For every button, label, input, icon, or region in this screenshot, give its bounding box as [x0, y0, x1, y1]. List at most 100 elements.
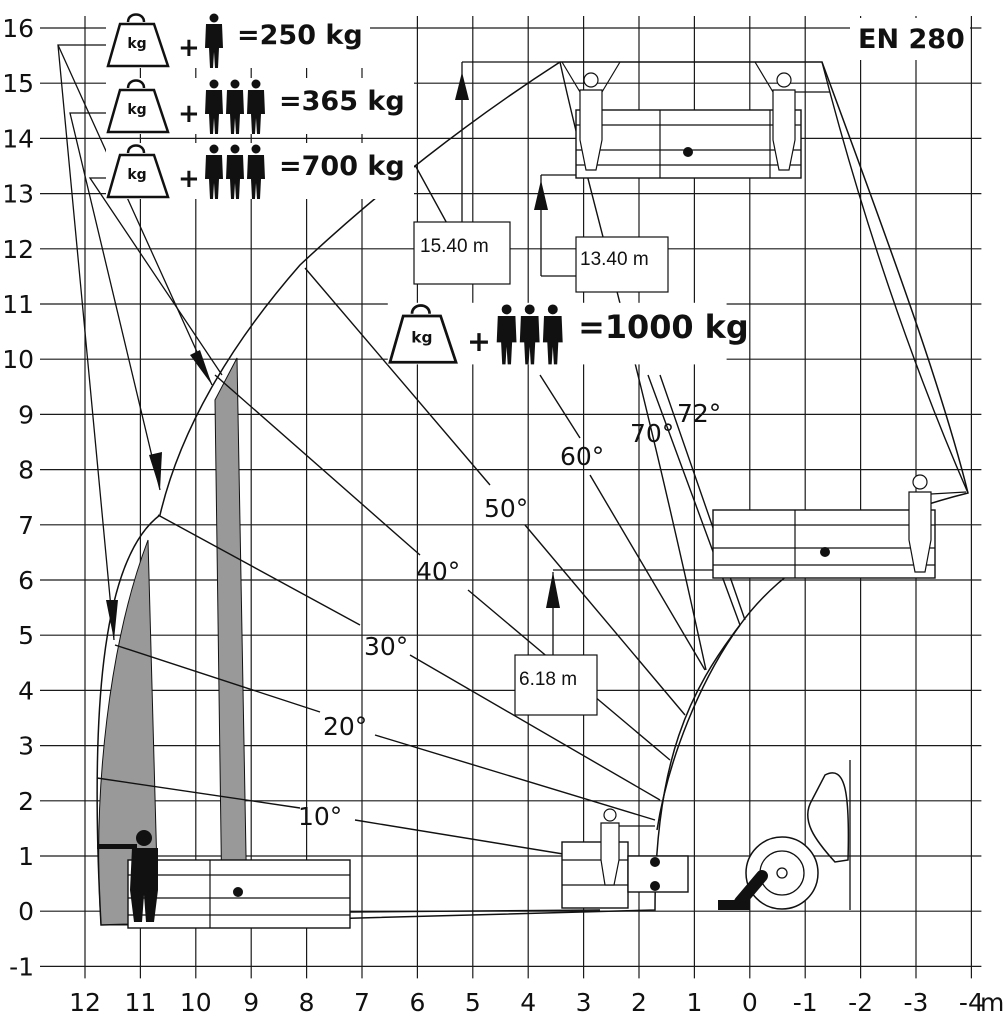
angle-line-60b — [539, 374, 581, 439]
x-tick-label: 1 — [686, 988, 702, 1017]
boom-horizontal — [349, 909, 601, 913]
x-tick-label: -2 — [848, 988, 873, 1017]
y-tick-label: 4 — [18, 676, 34, 705]
weight-icon: kg — [106, 79, 170, 134]
y-tick-label: 11 — [2, 290, 34, 319]
capacity-label: =700 kg — [279, 151, 405, 182]
angle-line-30b — [409, 654, 661, 801]
x-tick-label: -1 — [793, 988, 818, 1017]
pointer-365kg — [69, 112, 161, 491]
capacity-label: =1000 kg — [578, 308, 749, 346]
dim-label-15-40: 15.40 m — [420, 236, 489, 257]
person-icon — [519, 304, 540, 365]
angle-label-40: 40° — [416, 557, 460, 586]
x-tick-label: -4 — [959, 988, 984, 1017]
svg-text:kg: kg — [127, 36, 146, 52]
svg-text:kg: kg — [411, 328, 432, 346]
angle-label-60: 60° — [560, 442, 604, 471]
basket-top — [575, 109, 802, 179]
zone-365kg — [214, 357, 248, 911]
capacity-label: =365 kg — [279, 86, 405, 117]
person-top-right — [754, 61, 830, 171]
plus-sign: + — [178, 164, 200, 194]
y-tick-label: 8 — [18, 456, 34, 485]
person-icon — [247, 79, 265, 134]
angle-line-20 — [114, 644, 321, 713]
basket-stowed — [561, 841, 689, 909]
person-icon — [496, 304, 517, 365]
person-icon — [226, 79, 244, 134]
chart-title: EN 280 — [858, 24, 965, 55]
boom-line-c — [647, 374, 741, 626]
svg-text:kg: kg — [127, 102, 146, 118]
x-tick-label: -3 — [904, 988, 929, 1017]
capacity-group: kg + =700 kg — [106, 143, 414, 199]
capacity-group: kg + =1000 kg — [387, 302, 749, 365]
y-tick-label: 13 — [2, 180, 34, 209]
person-left — [97, 830, 158, 922]
x-axis-unit: m — [980, 988, 1004, 1017]
basket-right — [712, 509, 936, 579]
y-tick-label: 0 — [18, 897, 34, 926]
dim-13-40: 13.40 m — [534, 174, 669, 293]
person-icon — [247, 144, 265, 199]
dim-15-40: 15.40 m — [413, 61, 560, 285]
x-tick-label: 12 — [69, 988, 101, 1017]
y-tick-label: 5 — [18, 621, 34, 650]
angle-line-60c — [589, 474, 706, 671]
x-tick-label: 2 — [631, 988, 647, 1017]
y-tick-label: -1 — [9, 952, 34, 981]
pointer-700kg — [88, 177, 223, 376]
capacity-group: kg + =365 kg — [106, 78, 414, 134]
dim-6-18: 6.18 m — [514, 569, 740, 716]
angle-line-50 — [304, 267, 491, 486]
plus-sign: + — [178, 99, 200, 129]
person-icon — [542, 304, 563, 365]
plus-sign: + — [178, 33, 200, 63]
person-top-left — [561, 61, 621, 171]
angle-line-50b — [524, 524, 686, 716]
x-tick-label: 0 — [742, 988, 758, 1017]
person-icon — [226, 144, 244, 199]
vehicle — [718, 760, 851, 910]
x-tick-label: 7 — [354, 988, 370, 1017]
weight-icon: kg — [106, 144, 170, 199]
pointer-250kg-b — [57, 44, 213, 386]
person-stowed — [600, 808, 655, 886]
angle-label-30: 30° — [364, 632, 408, 661]
angle-line-10 — [96, 777, 301, 809]
angle-line-40 — [214, 374, 421, 556]
angle-label-20: 20° — [323, 712, 367, 741]
y-tick-label: 7 — [18, 511, 34, 540]
y-tick-label: 14 — [2, 124, 34, 153]
y-tick-label: 1 — [18, 842, 34, 871]
x-tick-label: 6 — [409, 988, 425, 1017]
angle-label-10: 10° — [298, 802, 342, 831]
x-tick-label: 11 — [124, 988, 156, 1017]
dim-label-6-18: 6.18 m — [519, 669, 577, 690]
angle-label-50: 50° — [484, 494, 528, 523]
boom-line-b — [821, 61, 969, 494]
angle-label-70: 70° — [630, 419, 674, 448]
angle-line-10b — [354, 819, 601, 861]
person-icon — [205, 13, 223, 68]
y-tick-label: 3 — [18, 732, 34, 761]
x-tick-label: 10 — [180, 988, 212, 1017]
x-tick-label: 9 — [243, 988, 259, 1017]
angle-line-30 — [157, 514, 361, 626]
svg-text:kg: kg — [127, 167, 146, 183]
angle-line-20b — [374, 734, 656, 821]
dim-label-13-40: 13.40 m — [580, 249, 649, 270]
y-tick-label: 2 — [18, 787, 34, 816]
x-tick-label: 3 — [576, 988, 592, 1017]
plus-sign: + — [467, 324, 491, 358]
y-tick-label: 10 — [2, 345, 34, 374]
person-icon — [205, 79, 223, 134]
person-right — [908, 474, 967, 573]
weight-icon: kg — [106, 13, 170, 68]
inner-envelope — [656, 624, 741, 831]
y-tick-label: 16 — [2, 14, 34, 43]
